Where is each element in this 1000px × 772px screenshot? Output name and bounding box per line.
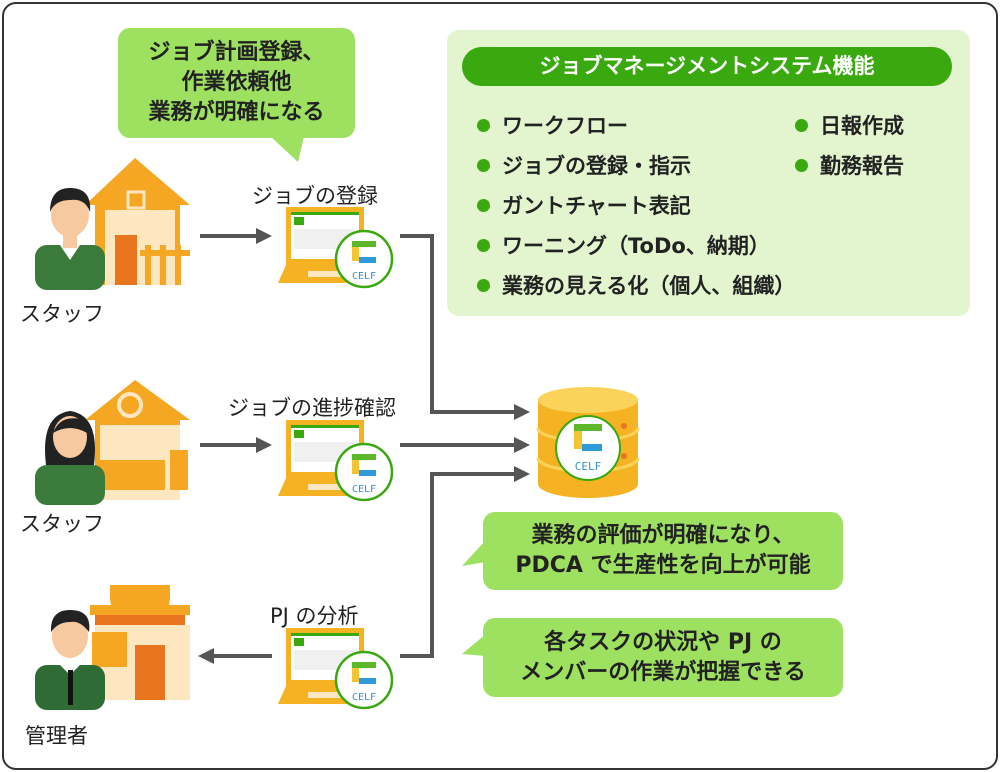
connector-line: [400, 654, 434, 658]
arrow-left-icon: [198, 648, 214, 664]
step-label: PJ の分析: [270, 604, 359, 628]
connector-line: [430, 472, 516, 476]
bullet-icon: [477, 198, 490, 212]
feature-item: ガントチャート表記: [477, 190, 691, 220]
celf-logo-text: CELF: [575, 460, 602, 473]
feature-item: 日報作成: [795, 110, 904, 140]
manager-shop-icon: [35, 585, 190, 710]
actor-label: 管理者: [25, 724, 88, 748]
feature-label: 日報作成: [820, 114, 904, 138]
laptop-celf-icon: CELF: [278, 205, 398, 290]
step-label: ジョブの進捗確認: [228, 396, 396, 420]
celf-logo-text: CELF: [352, 271, 376, 282]
arrow-right-icon: [514, 404, 530, 420]
connector-line: [430, 410, 516, 414]
bubble-line: 各タスクの状況や PJ の: [544, 629, 782, 655]
step-label: ジョブの登録: [252, 184, 378, 208]
bubble-line: PDCA で生産性を向上が可能: [515, 553, 811, 578]
features-title: ジョブマネージメントシステム機能: [462, 47, 952, 86]
bubble-line: 作業依頼他: [181, 70, 292, 95]
feature-label: ワーニング（ToDo、納期）: [502, 234, 770, 258]
bubble-tail: [270, 136, 304, 162]
actor-label: スタッフ: [20, 512, 104, 536]
feature-label: ワークフロー: [502, 114, 628, 138]
feature-label: 業務の見える化（個人、組織）: [502, 274, 796, 298]
feature-label: 勤務報告: [820, 154, 904, 178]
bubble-line: メンバーの作業が把握できる: [520, 659, 806, 685]
laptop-celf-icon: CELF: [278, 418, 398, 503]
bullet-icon: [795, 158, 808, 172]
bubble-tail: [462, 634, 486, 656]
features-panel: ジョブマネージメントシステム機能 ワークフロー ジョブの登録・指示 ガントチャー…: [447, 30, 970, 316]
arrow-line: [214, 654, 272, 658]
benefit-bubble-top: ジョブ計画登録、 作業依頼他 業務が明確になる: [118, 28, 355, 138]
bubble-line: ジョブ計画登録、: [148, 40, 325, 65]
feature-item: ジョブの登録・指示: [477, 150, 691, 180]
feature-item: ワークフロー: [477, 110, 628, 140]
laptop-celf-icon: CELF: [278, 626, 398, 711]
bubble-line: 業務が明確になる: [148, 100, 325, 125]
arrow-line: [200, 234, 258, 238]
feature-item: 勤務報告: [795, 150, 904, 180]
arrow-right-icon: [256, 437, 272, 453]
feature-item: ワーニング（ToDo、納期）: [477, 230, 770, 260]
bullet-icon: [477, 238, 490, 252]
bullet-icon: [477, 278, 490, 292]
staff-home-icon: [35, 158, 190, 290]
celf-logo-text: CELF: [352, 484, 376, 495]
bullet-icon: [795, 118, 808, 132]
arrow-right-icon: [514, 437, 530, 453]
connector-line: [400, 443, 516, 447]
arrow-line: [200, 443, 258, 447]
benefit-bubble-bottom: 各タスクの状況や PJ の メンバーの作業が把握できる: [483, 618, 843, 697]
benefit-bubble-mid: 業務の評価が明確になり、 PDCA で生産性を向上が可能: [483, 512, 843, 590]
actor-label: スタッフ: [20, 302, 104, 326]
connector-line: [430, 234, 434, 414]
bullet-icon: [477, 158, 490, 172]
feature-label: ジョブの登録・指示: [502, 154, 691, 178]
feature-label: ガントチャート表記: [502, 194, 691, 218]
bubble-tail: [462, 540, 486, 566]
staff-bedroom-icon: [35, 380, 190, 505]
connector-line: [430, 472, 434, 658]
arrow-right-icon: [256, 228, 272, 244]
bubble-line: 業務の評価が明確になり、: [531, 523, 795, 548]
database-icon: CELF: [536, 387, 640, 498]
arrow-right-icon: [514, 466, 530, 482]
feature-item: 業務の見える化（個人、組織）: [477, 270, 795, 300]
bullet-icon: [477, 118, 490, 132]
connector-line: [400, 234, 434, 238]
celf-logo-text: CELF: [352, 692, 376, 703]
